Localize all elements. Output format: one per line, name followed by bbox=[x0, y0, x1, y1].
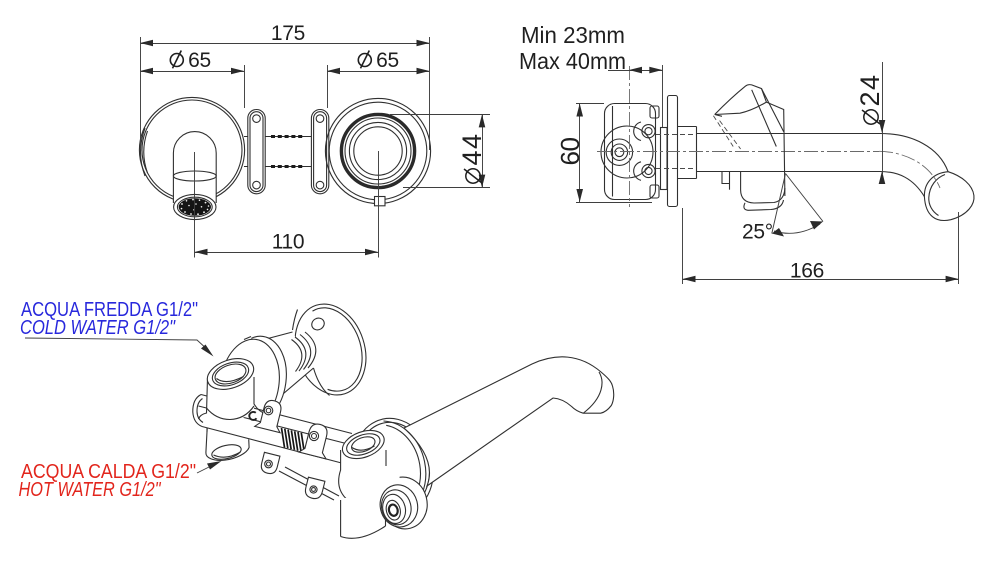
svg-text:ACQUA CALDA G1/2": ACQUA CALDA G1/2" bbox=[21, 461, 196, 483]
svg-text:60: 60 bbox=[555, 138, 585, 166]
svg-text:ACQUA FREDDA G1/2": ACQUA FREDDA G1/2" bbox=[21, 299, 198, 321]
svg-text:65: 65 bbox=[188, 49, 211, 72]
svg-text:24: 24 bbox=[855, 73, 885, 106]
svg-text:44: 44 bbox=[457, 132, 487, 165]
svg-text:175: 175 bbox=[271, 22, 305, 45]
svg-text:Min 23mm: Min 23mm bbox=[521, 22, 625, 48]
svg-text:HOT WATER G1/2": HOT WATER G1/2" bbox=[19, 479, 162, 501]
svg-text:110: 110 bbox=[272, 231, 305, 254]
svg-text:25°: 25° bbox=[742, 221, 773, 244]
svg-text:65: 65 bbox=[376, 49, 399, 72]
svg-text:COLD WATER G1/2": COLD WATER G1/2" bbox=[20, 317, 176, 339]
svg-text:Max 40mm: Max 40mm bbox=[519, 48, 626, 74]
svg-text:166: 166 bbox=[790, 260, 824, 283]
